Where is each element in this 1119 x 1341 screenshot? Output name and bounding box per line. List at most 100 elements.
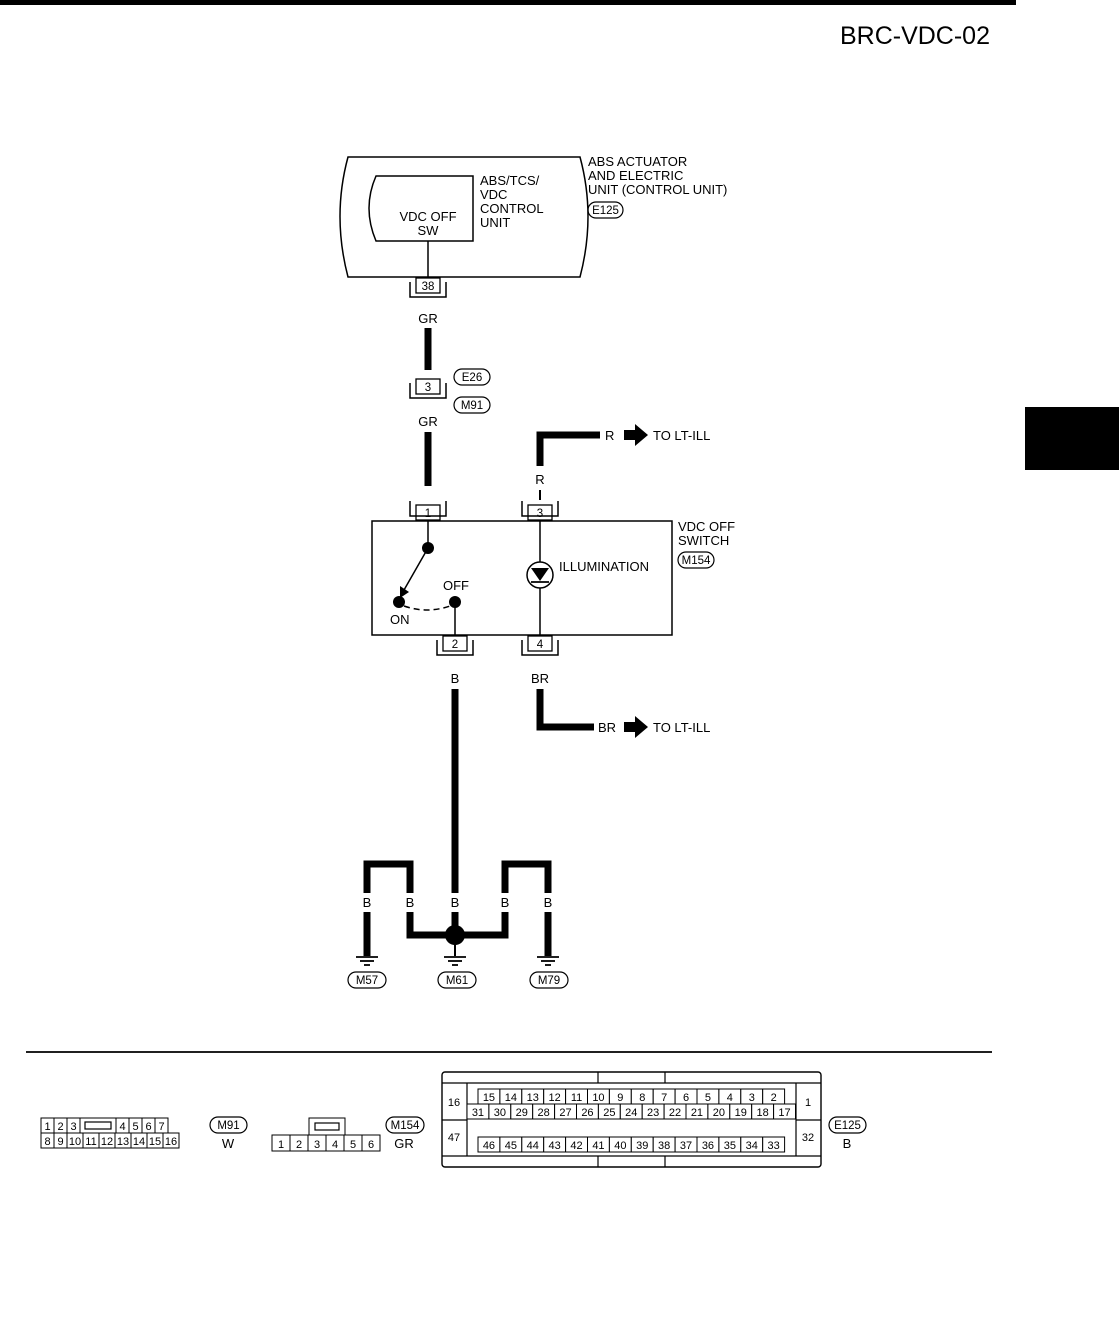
vdc-off-sw-box	[368, 175, 474, 242]
svg-text:3: 3	[537, 508, 543, 520]
e125-pin-label: 28	[538, 1107, 550, 1119]
svg-text:B: B	[544, 895, 553, 910]
e125-side-pin-label: 32	[802, 1132, 814, 1144]
e125-pin-label: 9	[617, 1092, 623, 1104]
top-rule	[0, 0, 1016, 5]
e125-pin-label: 30	[494, 1107, 506, 1119]
e125-pin-label: 8	[639, 1092, 645, 1104]
ground-badge-m79	[529, 971, 569, 989]
abs-actuator-label-1: ABS ACTUATOR	[588, 154, 687, 169]
svg-text:M57: M57	[356, 975, 378, 987]
svg-text:2: 2	[452, 639, 458, 651]
svg-text:38: 38	[422, 281, 435, 293]
switch-off-label: OFF	[443, 578, 469, 593]
e125-pin-label: 21	[691, 1107, 703, 1119]
m154-pin-label: 2	[296, 1139, 302, 1151]
e125-pin-label: 35	[724, 1140, 736, 1152]
svg-text:E125: E125	[834, 1120, 861, 1132]
e125-pin-label: 44	[527, 1140, 539, 1152]
m154-pin-label: 1	[278, 1139, 284, 1151]
m91-pin-label: 10	[69, 1136, 81, 1148]
e125-pin-label: 12	[549, 1092, 561, 1104]
connector-badge-e125	[587, 201, 624, 219]
m91-pin-label: 15	[149, 1136, 161, 1148]
e125-pin-label: 24	[625, 1107, 637, 1119]
e125-pin-label: 19	[735, 1107, 747, 1119]
ground-badge-m57	[347, 971, 387, 989]
e125-pin-label: 13	[527, 1092, 539, 1104]
e125-pin-label: 40	[614, 1140, 626, 1152]
e125-pin-label: 31	[472, 1107, 484, 1119]
svg-text:E26: E26	[462, 372, 482, 384]
wire-color-gr-lower: GR	[418, 414, 438, 429]
control-unit-label-3: CONTROL	[480, 201, 544, 216]
e125-pin-label: 17	[778, 1107, 790, 1119]
e125-pin-label: 2	[771, 1092, 777, 1104]
section-tab	[1025, 407, 1119, 470]
illumination-label: ILLUMINATION	[559, 559, 649, 574]
vdc-off-switch: 1 3 2 4 ON OFF ILLUMINATION VDC OFF SWIT…	[371, 501, 735, 656]
m154-cell	[361, 1134, 381, 1152]
svg-text:M154: M154	[682, 555, 711, 567]
m91-pin-label: 2	[57, 1121, 63, 1133]
to-lt-ill-bottom: TO LT-ILL	[653, 720, 710, 735]
e125-side-pin-label: 47	[448, 1132, 460, 1144]
m91-pin-label: 12	[101, 1136, 113, 1148]
arrow-right-icon	[624, 716, 648, 738]
ground-icon	[537, 956, 559, 966]
m91-pin-label: 8	[44, 1136, 50, 1148]
page-code: BRC-VDC-02	[840, 22, 990, 50]
wire-color-r-top: R	[605, 428, 614, 443]
m91-pin-label: 7	[158, 1121, 164, 1133]
e125-pin-label: 22	[669, 1107, 681, 1119]
e125-pin-label: 41	[592, 1140, 604, 1152]
e125-pin-label: 36	[702, 1140, 714, 1152]
m91-pin-label: 5	[132, 1121, 138, 1133]
m154-pin-label: 5	[350, 1139, 356, 1151]
svg-text:B: B	[501, 895, 510, 910]
m154-color: GR	[394, 1136, 414, 1151]
e125-pin-label: 6	[683, 1092, 689, 1104]
e125-pin-label: 10	[592, 1092, 604, 1104]
e125-pin-label: 38	[658, 1140, 670, 1152]
ground-network: B B B B B M57 M61 M79	[347, 860, 569, 989]
m154-pin-label: 6	[368, 1139, 374, 1151]
e125-pin-label: 29	[516, 1107, 528, 1119]
wire-br	[536, 689, 594, 731]
e125-cell	[773, 1103, 796, 1120]
to-lt-ill-top: TO LT-ILL	[653, 428, 710, 443]
svg-text:4: 4	[537, 639, 544, 651]
svg-text:M91: M91	[217, 1120, 239, 1132]
e125-pin-label: 27	[559, 1107, 571, 1119]
ground-icon	[356, 956, 378, 966]
m91-pin-label: 9	[57, 1136, 63, 1148]
e125-pin-label: 43	[549, 1140, 561, 1152]
m154-pin-label: 3	[314, 1139, 320, 1151]
connector-badge-m154-face	[385, 1116, 425, 1134]
e125-pin-label: 5	[705, 1092, 711, 1104]
vdc-off-sw-label-1: VDC OFF	[399, 209, 456, 224]
m91-color: W	[222, 1136, 235, 1151]
e125-side-pin-label: 16	[448, 1097, 460, 1109]
connector-badge-e125-text: E125	[592, 205, 619, 217]
terminal-38: 38	[409, 277, 447, 298]
e125-side-pin-label: 1	[805, 1097, 811, 1109]
m91-pin-label: 3	[70, 1121, 76, 1133]
wire-color-br-bottom: BR	[598, 720, 616, 735]
m91-pin-label: 13	[117, 1136, 129, 1148]
e125-pin-label: 20	[713, 1107, 725, 1119]
e125-cell	[762, 1136, 786, 1153]
connector-badge-e125-face	[828, 1116, 867, 1134]
svg-text:B: B	[451, 895, 460, 910]
control-unit-label-4: UNIT	[480, 215, 510, 230]
wire-color-r-vertical: R	[535, 472, 544, 487]
svg-text:M61: M61	[446, 975, 468, 987]
m91-pin-label: 1	[44, 1121, 50, 1133]
svg-text:B: B	[363, 895, 372, 910]
e125-pin-label: 34	[746, 1140, 758, 1152]
svg-text:B: B	[406, 895, 415, 910]
connector-badge-m91	[209, 1116, 248, 1134]
m91-pin-label: 4	[119, 1121, 125, 1133]
svg-text:M91: M91	[461, 400, 483, 412]
